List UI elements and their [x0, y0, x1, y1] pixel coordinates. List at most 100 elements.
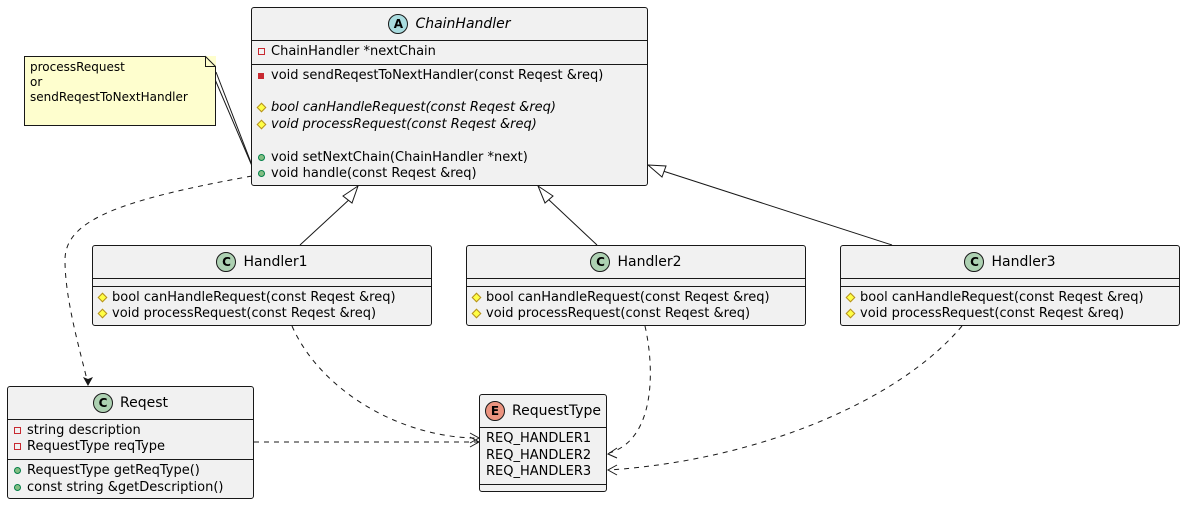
method-text: bool canHandleRequest(const Reqest &req): [486, 290, 770, 305]
class-header: C Handler3: [841, 246, 1179, 278]
protected-icon: [471, 292, 482, 303]
field-row: RequestType reqType: [14, 438, 165, 455]
protected-icon: [471, 308, 482, 319]
class-handler1[interactable]: C Handler1 bool canHandleRequest(const R…: [92, 245, 432, 326]
method-row: void processRequest(const Reqest &req): [256, 116, 537, 133]
dependency-arrowhead: [606, 464, 618, 476]
private-method-icon: [258, 72, 264, 79]
class-name: RequestType: [511, 403, 602, 419]
class-icon: C: [93, 393, 113, 413]
divider: [841, 286, 1179, 287]
class-header: C Handler1: [93, 246, 431, 278]
field-text: string description: [27, 423, 141, 438]
private-icon: [258, 48, 265, 55]
generalization-arrowhead: [342, 184, 359, 204]
divider: [480, 427, 606, 428]
generalization-handler3: [662, 170, 893, 246]
protected-icon: [97, 308, 108, 319]
divider: [252, 40, 647, 41]
generalization-handler1: [299, 196, 353, 246]
class-reqest[interactable]: C Reqest string description RequestType …: [7, 386, 254, 499]
method-row: bool canHandleRequest(const Reqest &req): [845, 289, 1144, 306]
note: processRequest or sendReqestToNextHandle…: [24, 56, 216, 126]
method-text: void sendReqestToNextHandler(const Reqes…: [271, 68, 604, 83]
method-row: RequestType getReqType(): [14, 462, 200, 479]
divider: [841, 278, 1179, 279]
public-icon: [14, 467, 21, 474]
class-icon: C: [964, 252, 985, 272]
protected-icon: [845, 308, 856, 319]
divider: [93, 286, 431, 287]
class-header: E RequestType: [480, 395, 606, 427]
method-row: bool canHandleRequest(const Reqest &req): [97, 289, 396, 306]
method-text: const string &getDescription(): [27, 480, 224, 495]
class-icon: C: [216, 252, 237, 272]
generalization-arrowhead: [646, 164, 667, 178]
dependency-handler2-requesttype: [608, 325, 651, 454]
class-handler2[interactable]: C Handler2 bool canHandleRequest(const R…: [466, 245, 806, 326]
method-text: void processRequest(const Reqest &req): [486, 306, 751, 321]
method-row: void setNextChain(ChainHandler *next): [258, 149, 528, 166]
method-row: void processRequest(const Reqest &req): [471, 305, 751, 322]
field-row: ChainHandler *nextChain: [258, 43, 436, 60]
protected-icon: [256, 119, 267, 130]
method-text: void processRequest(const Reqest &req): [271, 117, 537, 132]
enum-value: REQ_HANDLER3: [486, 464, 592, 479]
field-text: ChainHandler *nextChain: [271, 44, 436, 59]
method-text: void processRequest(const Reqest &req): [860, 306, 1125, 321]
note-shape: [24, 56, 216, 126]
private-icon: [14, 427, 21, 434]
enum-requesttype[interactable]: E RequestType REQ_HANDLER1 REQ_HANDLER2 …: [479, 394, 607, 492]
class-name: Handler1: [243, 254, 308, 270]
divider: [8, 419, 253, 420]
method-row: void processRequest(const Reqest &req): [845, 305, 1125, 322]
class-name: Handler3: [991, 254, 1056, 270]
divider: [252, 64, 647, 65]
note-line: sendReqestToNextHandler: [30, 90, 188, 104]
enum-value: REQ_HANDLER1: [486, 431, 592, 446]
class-chainhandler[interactable]: A ChainHandler ChainHandler *nextChain v…: [251, 7, 648, 186]
method-text: void setNextChain(ChainHandler *next): [271, 150, 528, 165]
method-text: bool canHandleRequest(const Reqest &req): [860, 290, 1144, 305]
class-header: C Handler2: [467, 246, 805, 278]
dependency-chainhandler-reqest: [64, 175, 253, 385]
enum-icon: E: [484, 401, 505, 421]
class-icon: C: [590, 252, 611, 272]
method-text: void processRequest(const Reqest &req): [112, 306, 377, 321]
divider: [480, 484, 606, 485]
method-row: bool canHandleRequest(const Reqest &req): [256, 99, 556, 116]
public-icon: [258, 154, 265, 161]
public-icon: [258, 170, 265, 177]
note-line: processRequest: [30, 60, 125, 74]
class-name: Handler2: [617, 254, 682, 270]
class-header: C Reqest: [8, 387, 253, 419]
divider: [467, 278, 805, 279]
class-handler3[interactable]: C Handler3 bool canHandleRequest(const R…: [840, 245, 1180, 326]
method-row: void processRequest(const Reqest &req): [97, 305, 377, 322]
protected-icon: [97, 292, 108, 303]
protected-icon: [845, 292, 856, 303]
method-row: void sendReqestToNextHandler(const Reqes…: [258, 67, 603, 84]
public-icon: [14, 484, 21, 491]
abstract-class-icon: A: [388, 14, 409, 34]
class-header: A ChainHandler: [252, 8, 647, 40]
divider: [8, 459, 253, 460]
dependency-arrowhead: [606, 447, 618, 459]
class-name: Reqest: [120, 395, 168, 411]
method-row: const string &getDescription(): [14, 479, 223, 496]
method-row: bool canHandleRequest(const Reqest &req): [471, 289, 770, 306]
method-text: RequestType getReqType(): [27, 463, 200, 478]
generalization-handler2: [547, 198, 598, 246]
method-text: bool canHandleRequest(const Reqest &req): [112, 290, 396, 305]
protected-icon: [256, 102, 267, 113]
divider: [467, 286, 805, 287]
method-text: void handle(const Reqest &req): [271, 166, 477, 181]
field-row: string description: [14, 422, 141, 439]
class-name: ChainHandler: [415, 16, 511, 32]
field-text: RequestType reqType: [27, 439, 165, 454]
private-icon: [14, 443, 21, 450]
dependency-handler1-requesttype: [291, 325, 479, 439]
method-row: void handle(const Reqest &req): [258, 165, 477, 182]
generalization-arrowhead: [536, 184, 554, 204]
